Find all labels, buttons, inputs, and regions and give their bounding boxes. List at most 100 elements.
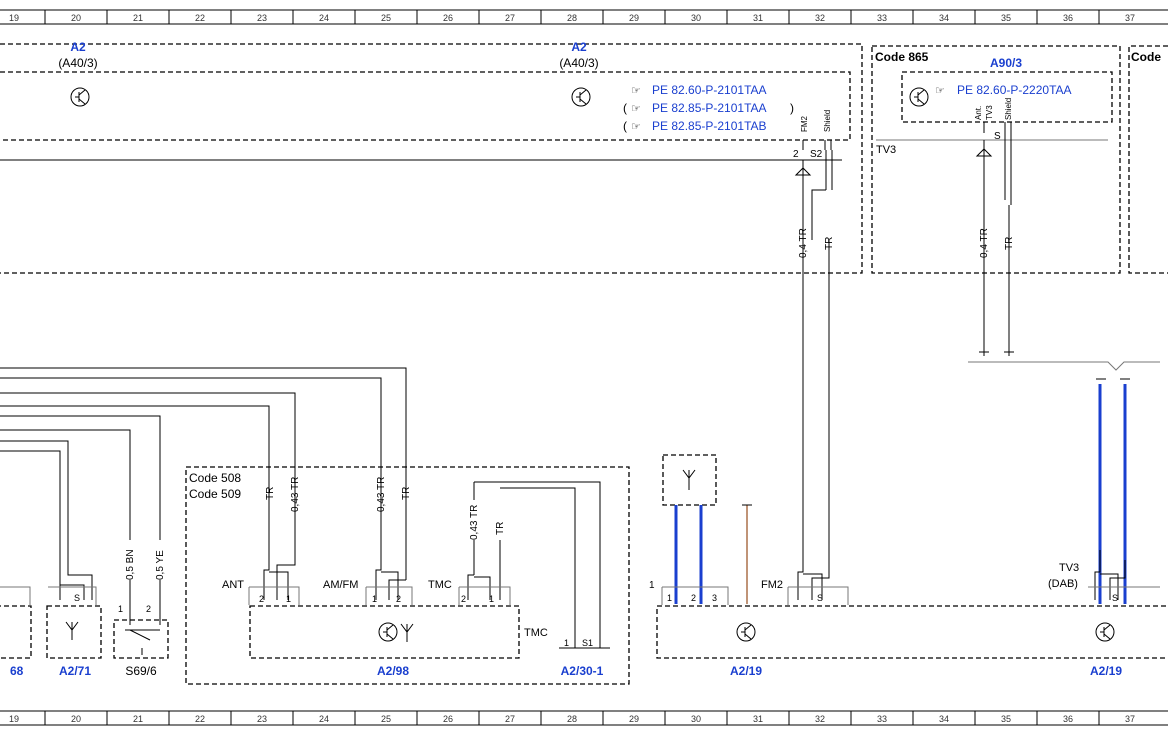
grid-number: 32: [815, 13, 825, 23]
a2-98-connector-row: [248, 586, 511, 605]
grid-number: 20: [71, 714, 81, 724]
a90-3-box: [901, 71, 1113, 123]
code-509-label: Code 509: [189, 487, 241, 501]
grid-number: 21: [133, 13, 143, 23]
a2-98-label: A2/98: [377, 664, 409, 678]
transistor-icon: [1095, 622, 1115, 642]
grid-number: 30: [691, 13, 701, 23]
bundle-brace: [968, 361, 1160, 371]
antenna-icon: [400, 623, 414, 642]
wire-04tr-b: 0,4 TR: [979, 228, 990, 258]
pin-2-label: 2: [793, 149, 799, 160]
grid-number: 26: [443, 13, 453, 23]
tv3-top-label: TV3: [876, 144, 896, 156]
s69-6-box: [113, 619, 169, 659]
svg-text:PE 82.85-P-2101TAA: PE 82.85-P-2101TAA: [652, 101, 767, 115]
pin-dab-label: (DAB): [1048, 578, 1078, 590]
s69-6-label: S69/6: [125, 664, 157, 678]
wire-tmc-tr: TR: [495, 522, 506, 535]
a2-mid-sub: (A40/3): [559, 56, 598, 70]
wire-am-tr: TR: [401, 487, 412, 500]
a2-98-box: [249, 605, 520, 659]
transistor-icon: [736, 622, 756, 642]
frame-code-508-509: [185, 466, 630, 685]
pin-num: 1: [286, 594, 291, 604]
a90-3-label: A90/3: [990, 56, 1022, 70]
grid-number: 35: [1001, 13, 1011, 23]
wire-tr-a: TR: [824, 237, 835, 250]
pin-num: 1: [372, 594, 377, 604]
grid-number: 33: [877, 714, 887, 724]
pin-tmc2-label: TMC: [524, 627, 548, 639]
pin-tmc-label: TMC: [428, 579, 452, 591]
transistor-icon: [571, 87, 591, 107]
ref-link-1[interactable]: ☞ PE 82.60-P-2101TAA: [631, 83, 767, 97]
svg-text:PE 82.60-P-2220TAA: PE 82.60-P-2220TAA: [957, 83, 1072, 97]
grid-number: 36: [1063, 714, 1073, 724]
pin-num: 2: [259, 594, 264, 604]
grid-number: 23: [257, 13, 267, 23]
pin-fm2-label: FM2: [800, 115, 809, 132]
pin-num: 2: [396, 594, 401, 604]
wire-ant-043: 0,43 TR: [290, 477, 301, 512]
pin-fm2-a2-19: FM2: [761, 579, 783, 591]
wire-tmc-043: 0,43 TR: [469, 505, 480, 540]
grid-number: 24: [319, 714, 329, 724]
pin-ant-label: Ant.: [974, 106, 983, 120]
antenna-box: [662, 454, 717, 506]
connector-fm2-shield: [794, 140, 833, 240]
wire-am-043: 0,43 TR: [376, 477, 387, 512]
a2-71-label: A2/71: [59, 664, 91, 678]
wire-tr-b: TR: [1004, 237, 1015, 250]
pin-num: 1: [667, 593, 672, 603]
wire-05ye-label: 0,5 YE: [155, 550, 166, 580]
pin-num: 2: [691, 593, 696, 603]
ref-link-2[interactable]: ( ☞ PE 82.85-P-2101TAA ): [623, 101, 794, 115]
pin-s-label: S: [994, 131, 1001, 142]
grid-number: 23: [257, 714, 267, 724]
ref-link-3[interactable]: ( ☞ PE 82.85-P-2101TAB: [623, 119, 767, 133]
pin-num: S: [1112, 593, 1118, 603]
left-partial-label: 68: [10, 664, 24, 678]
pin-num: 2: [461, 594, 466, 604]
transistor-icon: [378, 622, 398, 642]
upper-frame-a2: [0, 43, 863, 274]
antenna-icon: [682, 469, 696, 490]
pointing-hand-icon: ☞: [631, 103, 641, 115]
a2-30-1-contact: [559, 640, 610, 649]
transistor-icon: [909, 87, 929, 107]
grid-number: 29: [629, 13, 639, 23]
ref-bracket-open: (: [623, 119, 627, 133]
pointing-hand-icon: ☞: [631, 121, 641, 133]
transistor-icon: [70, 87, 90, 107]
grid-number: 37: [1125, 13, 1135, 23]
ref-bracket-open: (: [623, 101, 627, 115]
grid-number: 19: [9, 714, 19, 724]
grid-number: 32: [815, 714, 825, 724]
pin-amfm-label: AM/FM: [323, 579, 358, 591]
connector-a90-shield: [975, 122, 1012, 205]
pin-ant-label-a2-98: ANT: [222, 579, 244, 591]
frame-code-865: [871, 45, 1121, 274]
a2-mid-label: A2: [571, 40, 587, 54]
a2-19-right-label: A2/19: [1090, 664, 1122, 678]
a2-19-connector-row: [661, 586, 1160, 605]
pin-num: 1: [118, 604, 123, 614]
ref-link-a90[interactable]: ☞ PE 82.60-P-2220TAA: [935, 83, 1072, 97]
grid-number: 33: [877, 13, 887, 23]
pin-num: 1: [489, 594, 494, 604]
ref-bracket-close: ): [790, 101, 794, 115]
pointing-hand-icon: ☞: [631, 85, 641, 97]
pointing-hand-icon: ☞: [935, 85, 945, 97]
a2-19-box: [656, 605, 1168, 659]
a2-inner-box: [0, 71, 851, 141]
grid-number: 34: [939, 714, 949, 724]
pin-s2-label: S2: [810, 149, 823, 160]
code-865-label: Code 865: [875, 50, 929, 64]
s69-6-switch: [125, 602, 161, 655]
a2-71-box: [46, 605, 102, 659]
pin-shield-label: Shield: [823, 110, 832, 132]
pin-num: 3: [712, 593, 717, 603]
grid-top: [0, 9, 1168, 25]
